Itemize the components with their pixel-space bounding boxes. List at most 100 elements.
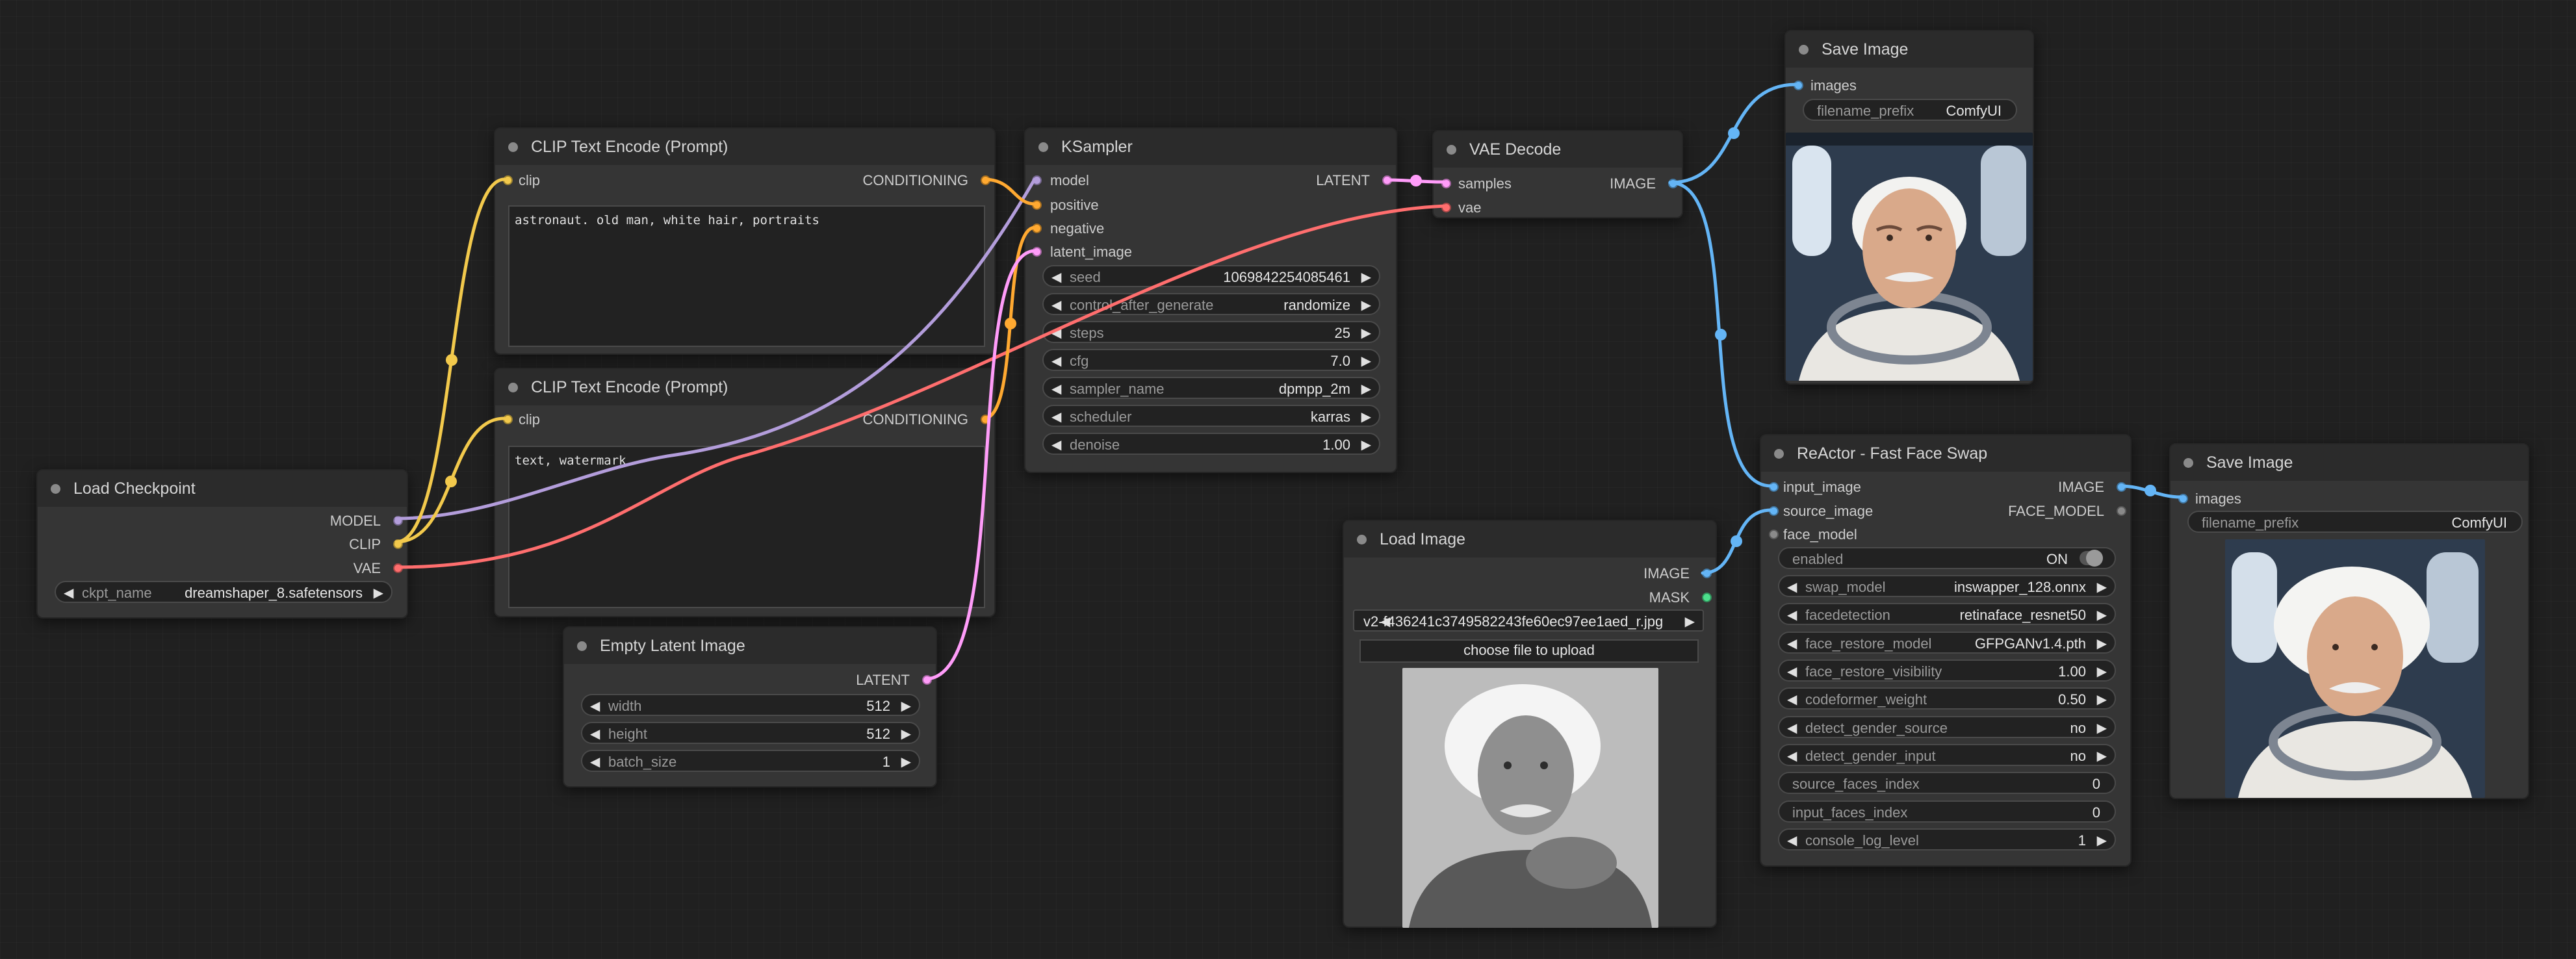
arrow-right-icon[interactable]: ▶ xyxy=(373,586,383,600)
node-title-bar[interactable]: Empty Latent Image xyxy=(564,628,936,664)
node-title-bar[interactable]: Load Checkpoint xyxy=(38,470,407,507)
node-title-bar[interactable]: ReActor - Fast Face Swap xyxy=(1761,435,2130,472)
arrow-right-icon[interactable]: ▶ xyxy=(1361,270,1371,285)
output-port-conditioning[interactable] xyxy=(981,415,990,424)
ksampler-node[interactable]: KSampler model positive negative latent_… xyxy=(1024,127,1397,473)
output-port-mask[interactable] xyxy=(1702,593,1712,602)
input-port-images[interactable] xyxy=(2178,494,2188,504)
input-port-latent-image[interactable] xyxy=(1032,247,1042,257)
collapse-dot-icon[interactable] xyxy=(1357,534,1367,544)
arrow-left-icon[interactable]: ◀ xyxy=(64,586,74,600)
arrow-right-icon[interactable]: ▶ xyxy=(901,699,911,713)
arrow-right-icon[interactable]: ▶ xyxy=(1684,615,1695,629)
arrow-left-icon[interactable]: ◀ xyxy=(1787,580,1797,595)
arrow-left-icon[interactable]: ◀ xyxy=(590,755,600,769)
arrow-left-icon[interactable]: ◀ xyxy=(1051,270,1062,285)
arrow-left-icon[interactable]: ◀ xyxy=(1051,326,1062,340)
arrow-left-icon[interactable]: ◀ xyxy=(1051,382,1062,396)
prompt-textarea[interactable]: astronaut. old man, white hair, portrait… xyxy=(508,205,985,347)
input-port-model[interactable] xyxy=(1032,175,1042,185)
node-title-bar[interactable]: CLIP Text Encode (Prompt) xyxy=(495,369,994,405)
arrow-left-icon[interactable]: ◀ xyxy=(1380,615,1391,629)
arrow-right-icon[interactable]: ▶ xyxy=(2096,721,2107,735)
arrow-left-icon[interactable]: ◀ xyxy=(590,699,600,713)
collapse-dot-icon[interactable] xyxy=(1774,448,1784,459)
node-title-bar[interactable]: Save Image xyxy=(1786,31,2033,68)
reactor-fast-face-swap-node[interactable]: ReActor - Fast Face Swap input_image sou… xyxy=(1760,434,2132,867)
collapse-dot-icon[interactable] xyxy=(1038,142,1048,152)
arrow-right-icon[interactable]: ▶ xyxy=(1361,410,1371,424)
collapse-dot-icon[interactable] xyxy=(577,641,587,651)
prompt-textarea[interactable]: text, watermark xyxy=(508,446,985,608)
output-image-preview[interactable] xyxy=(1786,133,2033,381)
output-port-latent[interactable] xyxy=(1382,175,1392,185)
output-image-preview[interactable] xyxy=(2225,539,2485,798)
output-port-clip[interactable] xyxy=(393,539,403,549)
input-port-clip[interactable] xyxy=(503,415,513,424)
collapse-dot-icon[interactable] xyxy=(51,483,60,494)
arrow-right-icon[interactable]: ▶ xyxy=(2096,665,2107,679)
arrow-right-icon[interactable]: ▶ xyxy=(901,755,911,769)
arrow-right-icon[interactable]: ▶ xyxy=(2096,749,2107,763)
output-port-conditioning[interactable] xyxy=(981,175,990,185)
node-title-bar[interactable]: CLIP Text Encode (Prompt) xyxy=(495,129,994,165)
arrow-left-icon[interactable]: ◀ xyxy=(1787,834,1797,848)
load-checkpoint-node[interactable]: Load Checkpoint MODEL CLIP VAE ◀ ckpt_na… xyxy=(36,469,408,619)
input-port-images[interactable] xyxy=(1794,81,1803,90)
node-title-bar[interactable]: KSampler xyxy=(1025,129,1396,165)
collapse-dot-icon[interactable] xyxy=(1799,44,1809,55)
output-port-model[interactable] xyxy=(393,516,403,526)
input-port-samples[interactable] xyxy=(1441,179,1451,188)
arrow-left-icon[interactable]: ◀ xyxy=(1787,721,1797,735)
image-file-combo[interactable]: ◀v2-f436241c3749582243fe60ec97ee1aed_r.j… xyxy=(1353,609,1704,632)
arrow-right-icon[interactable]: ▶ xyxy=(901,727,911,741)
output-port-face-model[interactable] xyxy=(2117,506,2126,516)
output-port-image[interactable] xyxy=(1702,569,1712,578)
choose-file-upload-button[interactable]: choose file to upload xyxy=(1359,639,1699,663)
collapse-dot-icon[interactable] xyxy=(1447,144,1456,155)
arrow-left-icon[interactable]: ◀ xyxy=(1787,665,1797,679)
vae-decode-node[interactable]: VAE Decode samples vae IMAGE xyxy=(1432,130,1683,218)
arrow-right-icon[interactable]: ▶ xyxy=(1361,382,1371,396)
arrow-left-icon[interactable]: ◀ xyxy=(1051,298,1062,313)
arrow-left-icon[interactable]: ◀ xyxy=(1787,693,1797,707)
arrow-right-icon[interactable]: ▶ xyxy=(2096,693,2107,707)
toggle-knob[interactable] xyxy=(2080,550,2103,567)
output-port-image[interactable] xyxy=(1668,179,1678,188)
arrow-right-icon[interactable]: ▶ xyxy=(2096,637,2107,651)
output-port-image[interactable] xyxy=(2117,482,2126,492)
collapse-dot-icon[interactable] xyxy=(508,382,518,392)
arrow-left-icon[interactable]: ◀ xyxy=(1051,354,1062,368)
node-title-bar[interactable]: Load Image xyxy=(1344,521,1716,557)
arrow-right-icon[interactable]: ▶ xyxy=(2096,580,2107,595)
arrow-left-icon[interactable]: ◀ xyxy=(1051,410,1062,424)
arrow-left-icon[interactable]: ◀ xyxy=(590,727,600,741)
input-port-negative[interactable] xyxy=(1032,224,1042,233)
load-image-node[interactable]: Load Image IMAGE MASK ◀v2-f436241c374958… xyxy=(1343,520,1717,928)
clip-text-encode-positive-node[interactable]: CLIP Text Encode (Prompt) clip CONDITION… xyxy=(494,127,996,355)
input-port-source-image[interactable] xyxy=(1769,506,1779,516)
arrow-right-icon[interactable]: ▶ xyxy=(1361,298,1371,313)
